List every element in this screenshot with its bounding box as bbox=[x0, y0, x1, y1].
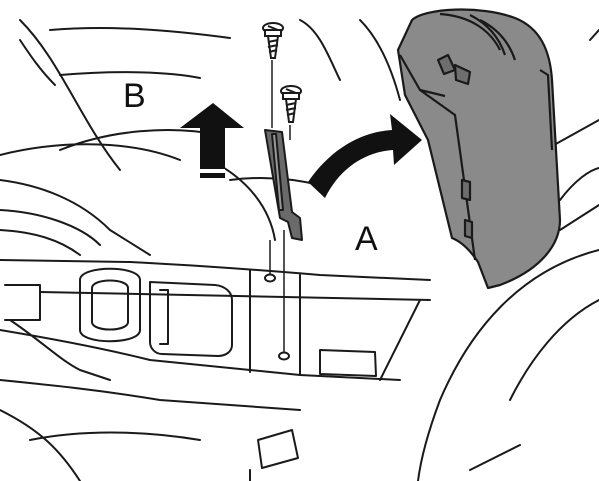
screw-icon bbox=[262, 22, 284, 59]
arrow-up-icon bbox=[180, 103, 244, 178]
mounting-guide-lines bbox=[269, 60, 291, 352]
curved-arrow-icon bbox=[308, 114, 422, 198]
console-outline bbox=[0, 19, 599, 481]
label-a: A bbox=[355, 220, 378, 258]
screw-icon bbox=[280, 85, 302, 123]
bracket bbox=[264, 129, 303, 241]
armrest bbox=[396, 8, 562, 290]
label-b: B bbox=[123, 77, 146, 115]
